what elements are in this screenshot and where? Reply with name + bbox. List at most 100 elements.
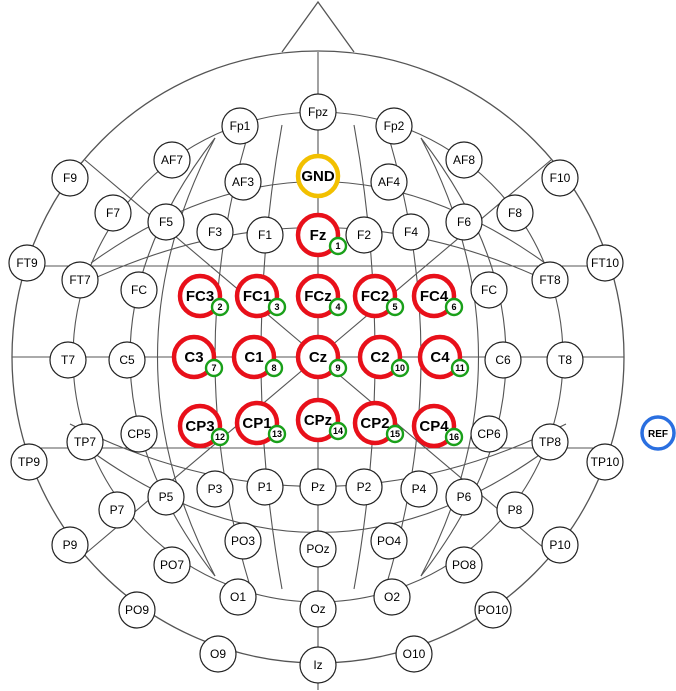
- electrode-ring-p4: [400, 470, 438, 508]
- electrode-label-ref: REF: [648, 429, 668, 440]
- electrode-ring-f4: [392, 213, 430, 251]
- electrode-label-cpz: CPz: [304, 412, 332, 429]
- electrode-o2: O2: [373, 578, 411, 616]
- electrode-ring-o9: [199, 635, 237, 673]
- electrode-label-cp2: CP2: [360, 415, 389, 432]
- electrode-ring-oz: [299, 590, 337, 628]
- electrode-ring-fc2: [352, 273, 398, 319]
- channel-badge-9: [328, 358, 348, 378]
- electrode-c3: C37: [171, 334, 224, 380]
- electrode-ring-o1: [219, 578, 257, 616]
- electrode-ring-po3: [224, 522, 262, 560]
- electrode-fp2: Fp2: [375, 107, 413, 145]
- electrode-tp9: TP9: [10, 443, 48, 481]
- channel-number-14: 14: [333, 426, 343, 436]
- channel-badge-13: [267, 424, 287, 444]
- electrode-ring-pz: [299, 468, 337, 506]
- electrode-label-fc: FC: [481, 283, 497, 297]
- electrode-ring-fc1: [234, 273, 280, 319]
- channel-number-2: 2: [217, 302, 222, 312]
- electrode-label-cp3: CP3: [185, 418, 214, 435]
- electrode-ring-p5: [147, 478, 185, 516]
- electrode-o10: O10: [395, 635, 433, 673]
- electrode-ring-fz: [295, 212, 341, 258]
- electrode-ring-po4: [370, 522, 408, 560]
- electrode-label-ft7: FT7: [69, 273, 91, 287]
- channel-badge-8: [264, 358, 284, 378]
- electrode-ring-f8: [496, 194, 534, 232]
- electrode-ring-tp9: [10, 443, 48, 481]
- electrode-ring-cp5: [120, 415, 158, 453]
- electrode-ring-po10: [474, 591, 512, 629]
- electrode-label-p2: P2: [357, 480, 372, 494]
- channel-badge-6: [444, 297, 464, 317]
- electrode-label-p8: P8: [508, 503, 523, 517]
- electrode-label-iz: Iz: [313, 658, 322, 672]
- channel-number-12: 12: [215, 432, 225, 442]
- electrode-label-o9: O9: [210, 647, 226, 661]
- electrode-ring-po9: [118, 591, 156, 629]
- electrode-label-p6: P6: [457, 490, 472, 504]
- electrode-ring-cp4: [411, 403, 457, 449]
- electrode-ring-cp3: [177, 403, 223, 449]
- electrode-f4: F4: [392, 213, 430, 251]
- electrode-p7: P7: [98, 491, 136, 529]
- electrode-ring-af3: [224, 163, 262, 201]
- electrode-label-tp10: TP10: [591, 455, 620, 469]
- electrode-f9: F9: [51, 159, 89, 197]
- electrode-ring-ft9: [8, 244, 46, 282]
- electrode-po4: PO4: [370, 522, 408, 560]
- channel-badge-16: [444, 427, 464, 447]
- electrode-label-ft10: FT10: [591, 256, 619, 270]
- electrode-ref: REF: [640, 415, 676, 451]
- electrode-ring-c5: [108, 341, 146, 379]
- electrode-p8: P8: [496, 491, 534, 529]
- electrode-label-cp4: CP4: [419, 418, 449, 435]
- electrode-ft10: FT10: [586, 244, 624, 282]
- electrode-label-f1: F1: [258, 228, 272, 242]
- electrode-iz: Iz: [299, 646, 337, 684]
- electrode-ring-fc: [470, 271, 508, 309]
- electrode-label-po10: PO10: [478, 603, 509, 617]
- electrode-t8: T8: [546, 341, 584, 379]
- channel-badge-4: [328, 297, 348, 317]
- electrode-ring-f6: [445, 203, 483, 241]
- electrode-ring-ft8: [531, 261, 569, 299]
- electrode-ring-p2: [345, 468, 383, 506]
- electrode-label-f6: F6: [457, 215, 471, 229]
- electrode-label-f5: F5: [159, 215, 173, 229]
- electrode-label-po8: PO8: [452, 558, 476, 572]
- electrode-ring-cpz: [295, 397, 341, 443]
- channel-number-5: 5: [392, 302, 397, 312]
- channel-number-16: 16: [449, 432, 459, 442]
- electrode-ring-gnd: [295, 153, 341, 199]
- electrode-label-fcz: FCz: [304, 288, 332, 305]
- electrode-t7: T7: [49, 341, 87, 379]
- nose-icon: [281, 0, 355, 53]
- electrode-f8: F8: [496, 194, 534, 232]
- electrode-ring-ft10: [586, 244, 624, 282]
- electrode-label-fc2: FC2: [361, 288, 389, 305]
- electrode-label-f4: F4: [404, 225, 418, 239]
- electrode-ring-fp1: [221, 107, 259, 145]
- electrode-ring-f10: [541, 159, 579, 197]
- electrode-p3: P3: [196, 470, 234, 508]
- electrode-f6: F6: [445, 203, 483, 241]
- electrode-ring-o2: [373, 578, 411, 616]
- electrode-po9: PO9: [118, 591, 156, 629]
- electrode-fc: FC: [470, 271, 508, 309]
- electrode-ring-c2: [357, 334, 403, 380]
- electrode-poz: POz: [299, 530, 337, 568]
- electrode-fz: Fz1: [295, 212, 348, 258]
- electrode-label-fp2: Fp2: [384, 119, 405, 133]
- electrode-ft7: FT7: [61, 261, 99, 299]
- channel-number-15: 15: [390, 429, 400, 439]
- electrode-p4: P4: [400, 470, 438, 508]
- channel-number-10: 10: [395, 363, 405, 373]
